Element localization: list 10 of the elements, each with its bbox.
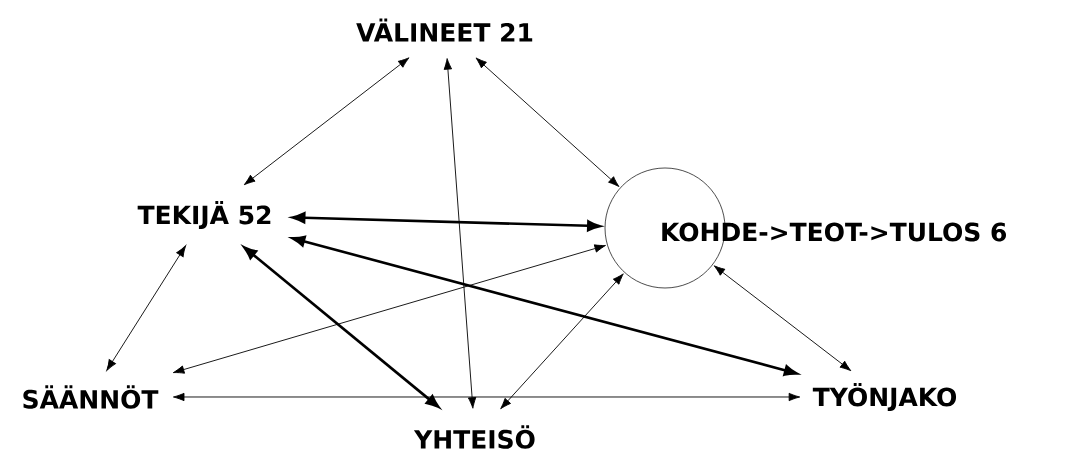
node-label: TYÖNJAKO [812,382,957,412]
node-label: YHTEISÖ [413,425,535,449]
node-label: SÄÄNNÖT [23,385,159,409]
arrow [173,392,801,402]
node-label: VÄLINEET 21 [356,18,533,42]
node-label: TEKIJÄ 52 [137,200,271,230]
arrow [243,57,410,186]
arrow [106,245,187,371]
arrow [475,57,620,187]
node-label: KOHDE->TEOT->TULOS 6 [662,222,1006,242]
